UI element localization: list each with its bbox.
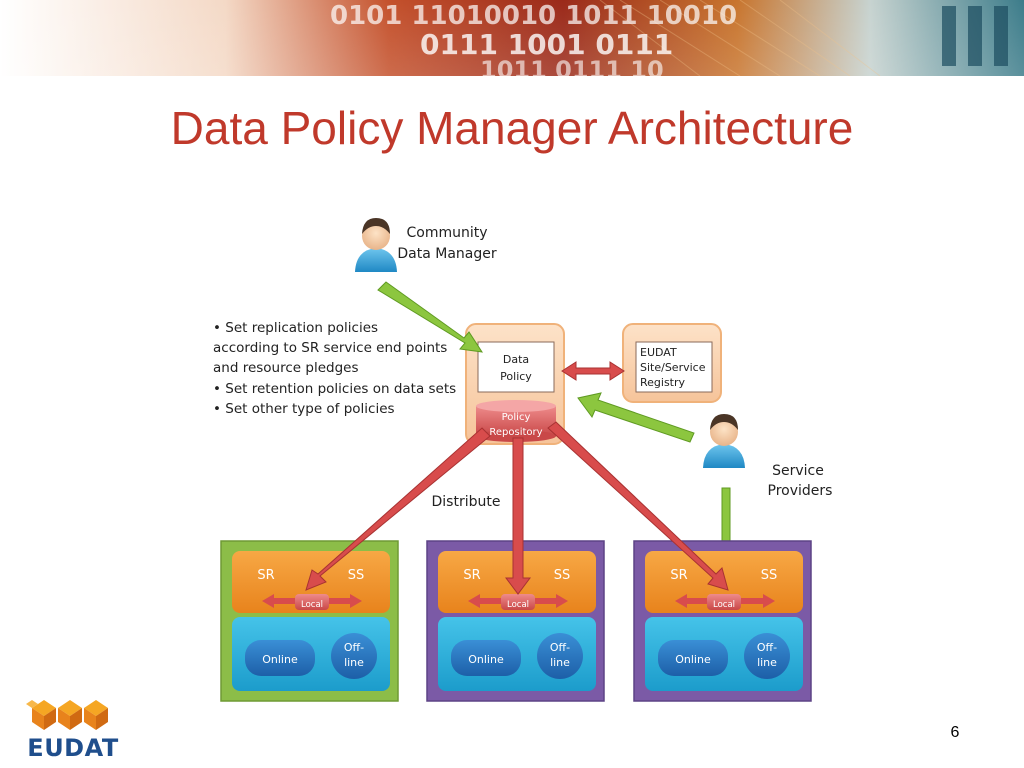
site-1-sr-label: SR bbox=[257, 568, 274, 583]
data-policy-label-line-2: Policy bbox=[500, 370, 532, 383]
policy-bullet-5: • Set other type of policies bbox=[213, 401, 395, 417]
registry-box bbox=[635, 341, 713, 393]
policy-bullet-3: and resource pledges bbox=[213, 360, 358, 376]
site-3: SR SS Local Online Off- line bbox=[633, 540, 812, 702]
policy-bullet-1: • Set replication policies bbox=[213, 320, 378, 336]
site-1-online-storage bbox=[245, 640, 315, 676]
site-3-offline-storage bbox=[744, 633, 790, 679]
site-1-offline-label-line-2: line bbox=[344, 656, 364, 669]
eudat-logo: EUDAT bbox=[18, 694, 128, 764]
community-to-policy-arrow bbox=[377, 281, 484, 353]
site-3-sr-label: SR bbox=[670, 568, 687, 583]
banner-binary-line-2: 0111 1001 0111 bbox=[420, 28, 673, 61]
site-1-local-label: Local bbox=[301, 600, 323, 610]
registry-label-line-3: Registry bbox=[640, 376, 686, 389]
distribute-label: Distribute bbox=[432, 494, 501, 510]
slide-title: Data Policy Manager Architecture bbox=[170, 102, 854, 154]
site-3-ss-label: SS bbox=[761, 568, 778, 583]
site-3-offline-label-line-2: line bbox=[757, 656, 777, 669]
site-3-online-storage bbox=[658, 640, 728, 676]
header-banner: 0101 11010010 1011 10010 0111 1001 0111 … bbox=[0, 0, 1024, 76]
site-1-offline-storage bbox=[331, 633, 377, 679]
banner-binary-line-3: 1011 0111 10 bbox=[480, 56, 664, 76]
site-1: SR SS Local Online Off- line bbox=[220, 540, 399, 702]
site-3-local-label: Local bbox=[713, 600, 735, 610]
service-providers-label-line-1: Service bbox=[772, 463, 824, 479]
site-1-ss-label: SS bbox=[348, 568, 365, 583]
distribute-arrow-site-2 bbox=[505, 437, 531, 595]
data-policy-box bbox=[477, 341, 555, 393]
data-policy-label-line-1: Data bbox=[503, 353, 529, 366]
site-1-local-database-icon bbox=[295, 594, 329, 610]
community-manager-user-icon bbox=[355, 218, 397, 272]
registry-label-line-2: Site/Service bbox=[640, 361, 706, 374]
registry-label-line-1: EUDAT bbox=[640, 346, 677, 359]
site-1-offline-label-line-1: Off- bbox=[344, 641, 364, 654]
site-3-local-database-icon bbox=[707, 594, 741, 610]
page-number: 6 bbox=[950, 724, 960, 741]
site-1-online-label: Online bbox=[262, 653, 298, 666]
site-3-offline-label-line-1: Off- bbox=[757, 641, 777, 654]
eudat-logo-cubes-icon bbox=[26, 700, 108, 730]
service-providers-label-line-2: Providers bbox=[768, 483, 833, 499]
community-manager-label-line-2: Data Manager bbox=[397, 246, 496, 262]
site-2-offline-label-line-1: Off- bbox=[550, 641, 570, 654]
site-2-local-label: Local bbox=[507, 600, 529, 610]
service-providers-user-icon bbox=[703, 414, 745, 468]
policy-repository-label-line-2: Repository bbox=[489, 427, 542, 438]
policy-repository-database-icon bbox=[476, 400, 556, 442]
banner-binary-line-1: 0101 11010010 1011 10010 bbox=[330, 1, 737, 31]
site-2-local-database-icon bbox=[501, 594, 535, 610]
policy-bullet-2: according to SR service end points bbox=[213, 340, 447, 356]
policy-registry-double-arrow bbox=[561, 361, 625, 381]
site-2-ss-label: SS bbox=[554, 568, 571, 583]
site-2: SR SS Local Online Off- line bbox=[426, 540, 605, 702]
community-manager-label-line-1: Community bbox=[406, 225, 487, 241]
policy-bullet-4: • Set retention policies on data sets bbox=[213, 381, 456, 397]
site-3-online-label: Online bbox=[675, 653, 711, 666]
policy-repository-label-line-1: Policy bbox=[502, 412, 531, 423]
site-2-offline-storage bbox=[537, 633, 583, 679]
providers-to-registry-arrow bbox=[577, 392, 695, 443]
site-2-online-label: Online bbox=[468, 653, 504, 666]
banner-graphic: 0101 11010010 1011 10010 0111 1001 0111 … bbox=[0, 0, 1024, 76]
distribute-arrow-site-3 bbox=[547, 421, 729, 591]
site-2-online-storage bbox=[451, 640, 521, 676]
eudat-logo-text: EUDAT bbox=[27, 734, 119, 762]
distribute-arrow-site-1 bbox=[305, 427, 491, 591]
site-2-sr-label: SR bbox=[463, 568, 480, 583]
site-2-offline-label-line-2: line bbox=[550, 656, 570, 669]
